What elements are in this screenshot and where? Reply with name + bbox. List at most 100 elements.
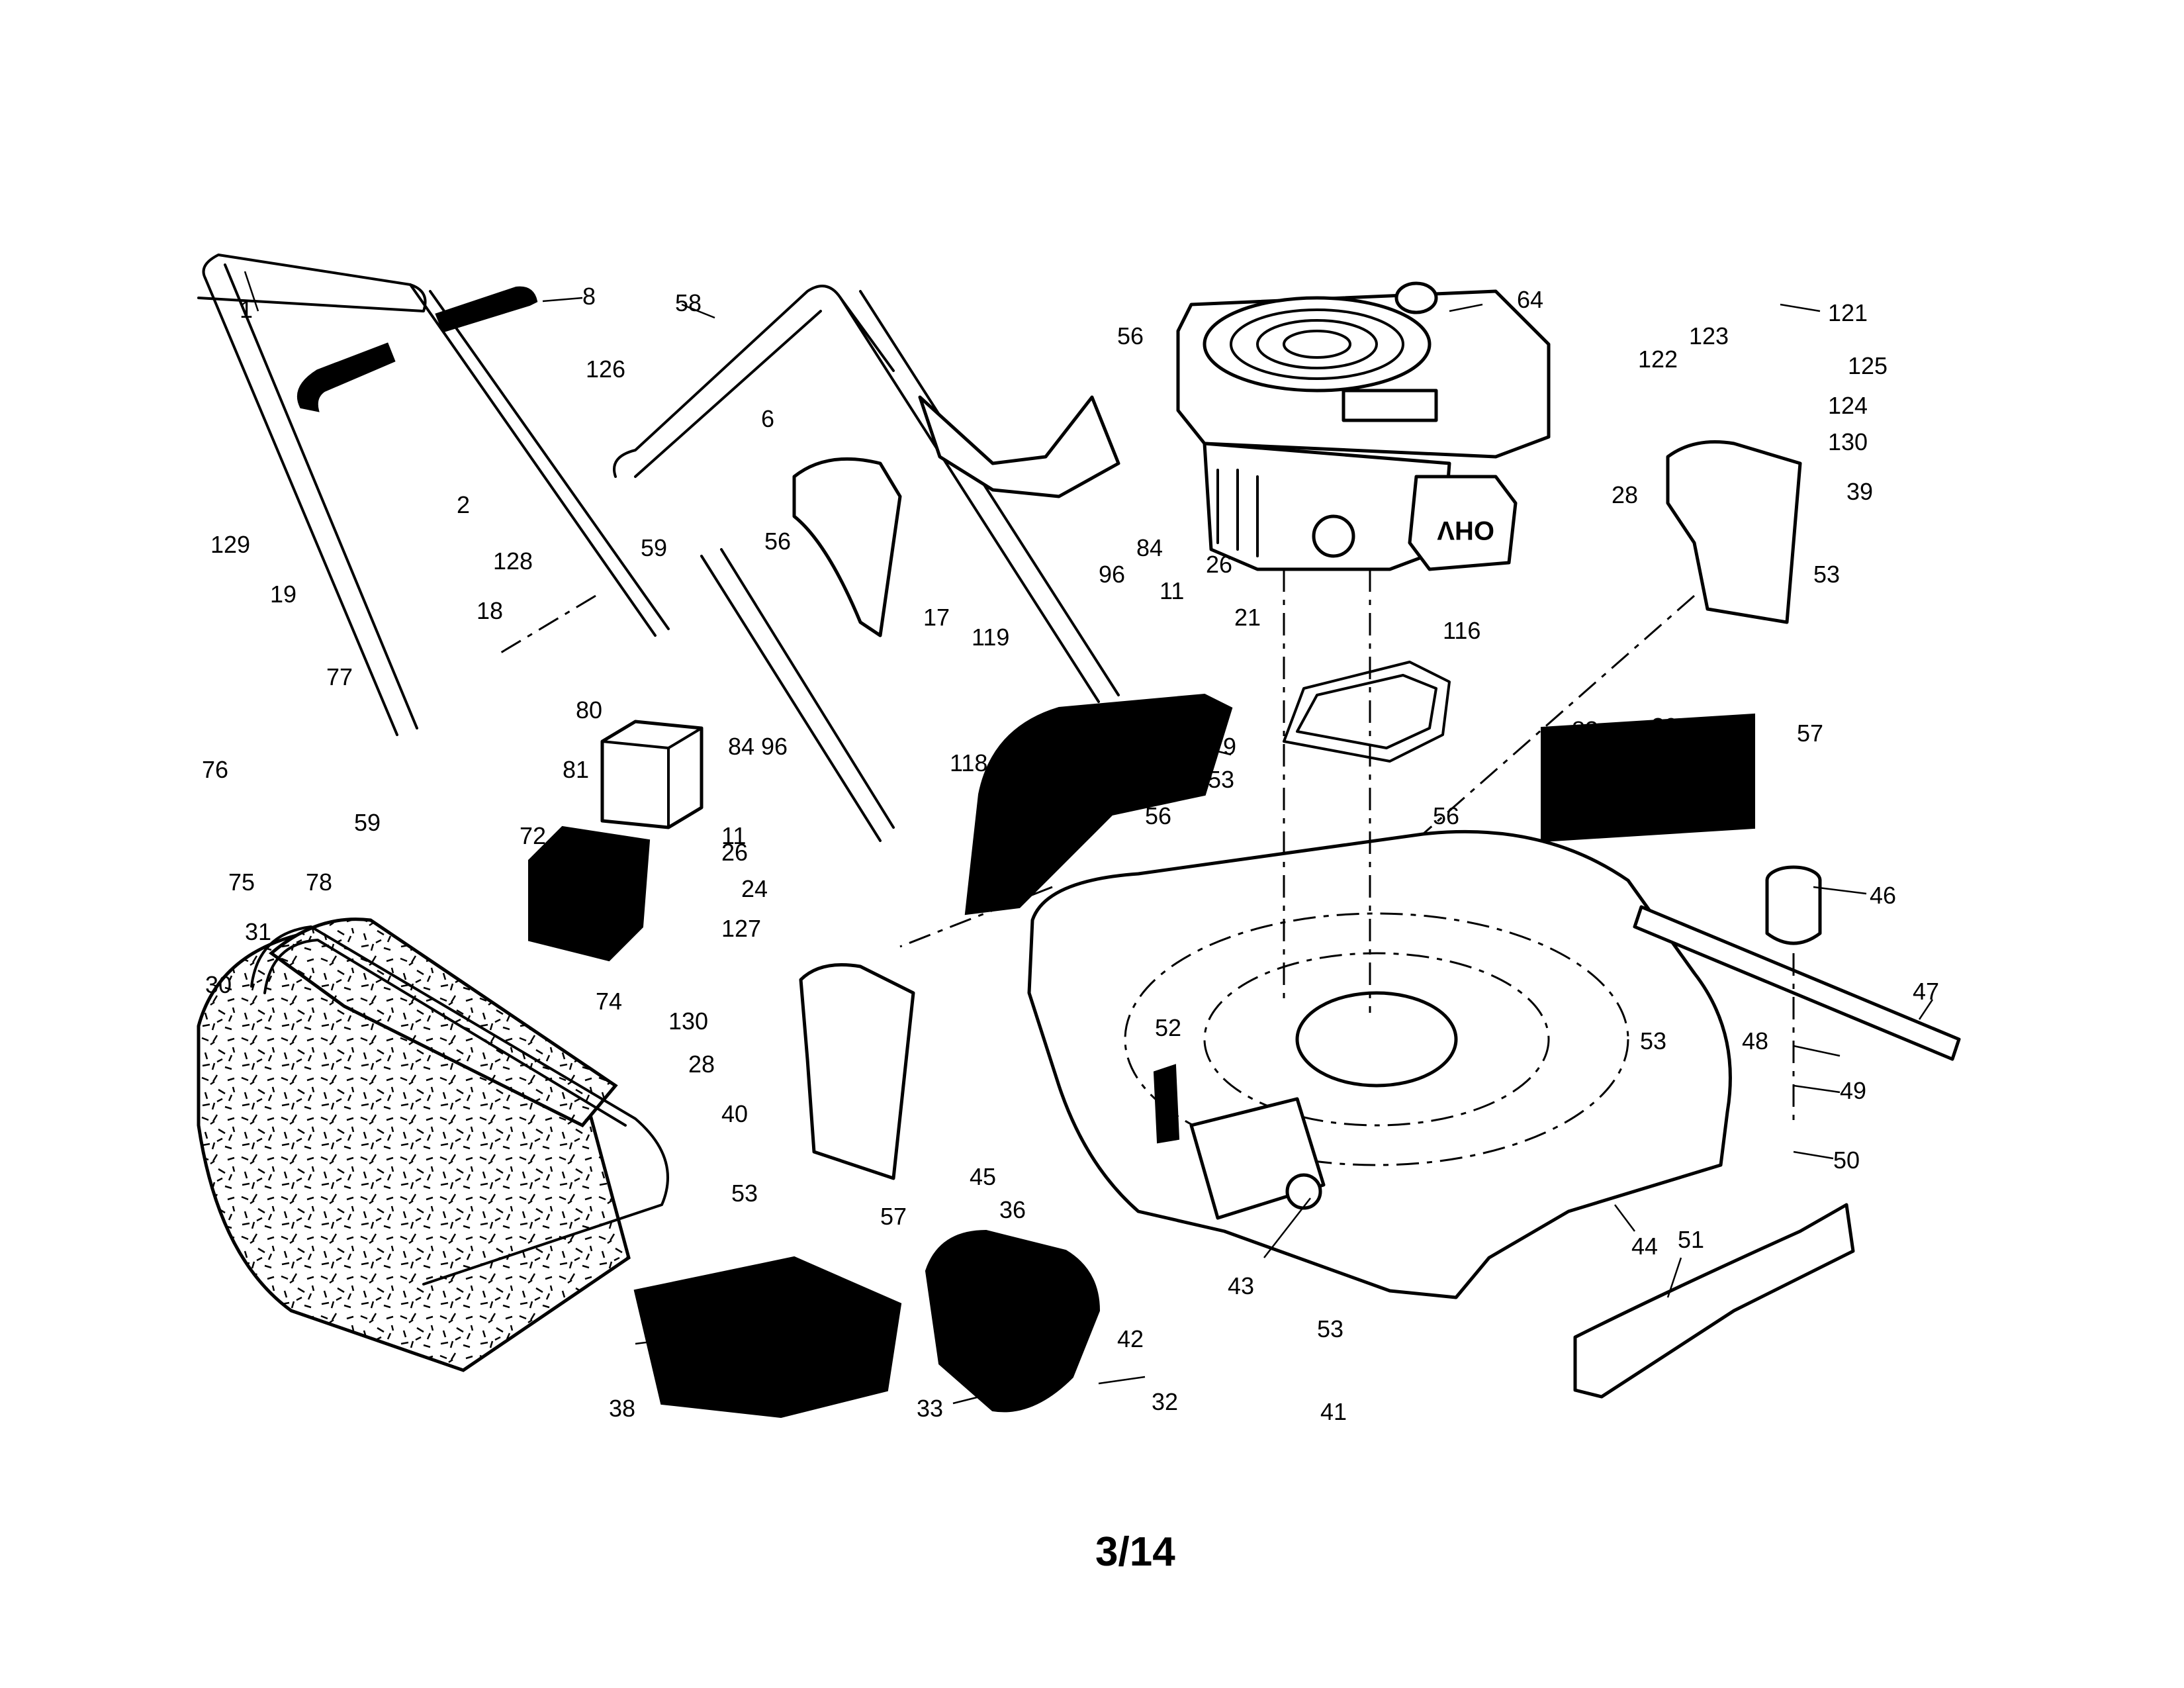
rear-baffle — [1541, 713, 1755, 843]
callout-83: 83 — [1572, 716, 1598, 743]
callout-30: 30 — [205, 971, 232, 998]
callout-33: 33 — [917, 1395, 943, 1422]
callout-50: 50 — [1833, 1147, 1860, 1174]
grass-catcher-bag — [197, 917, 631, 1372]
engine: OHV — [1176, 281, 1551, 571]
leader-lines — [244, 271, 1934, 1405]
upper-handle — [197, 254, 670, 736]
callout-85: 85 — [1608, 743, 1635, 770]
callout-130b: 130 — [668, 1008, 708, 1035]
battery-box — [600, 720, 704, 829]
callout-38: 38 — [609, 1395, 635, 1422]
callout-47: 47 — [1913, 978, 1939, 1005]
callout-64: 64 — [1517, 286, 1543, 313]
callout-labels: 1 2 6 8 9 11 11 17 18 19 20 21 24 26 26 … — [202, 283, 1939, 1425]
callout-45: 45 — [970, 1163, 996, 1190]
callout-128: 128 — [493, 547, 533, 575]
callout-122: 122 — [1638, 346, 1678, 373]
callout-56b: 56 — [764, 528, 791, 555]
lower-handle — [613, 285, 1120, 842]
callout-84a: 84 — [1136, 534, 1163, 561]
callout-11a: 11 — [1160, 577, 1184, 604]
callout-118: 118 — [950, 749, 987, 776]
callout-77: 77 — [326, 663, 353, 690]
callout-121: 121 — [1828, 299, 1868, 326]
engine-gasket — [1283, 661, 1451, 763]
callout-56c: 56 — [1145, 802, 1171, 829]
callout-32: 32 — [1152, 1388, 1178, 1415]
battery — [528, 825, 651, 962]
callout-1: 1 — [240, 296, 253, 323]
callout-119: 119 — [972, 624, 1009, 651]
callout-9: 9 — [1223, 733, 1236, 760]
callout-53c: 53 — [731, 1180, 758, 1207]
callout-72: 72 — [520, 822, 546, 849]
front-skirt — [1573, 1203, 1855, 1399]
mower-blade — [1633, 905, 1961, 1061]
callout-49: 49 — [1840, 1077, 1866, 1104]
callout-57b: 57 — [880, 1203, 907, 1230]
callout-96a: 96 — [1099, 561, 1125, 588]
callout-2: 2 — [457, 491, 470, 518]
mower-deck — [1027, 829, 1732, 1299]
mulching-plug — [925, 1229, 1101, 1413]
callout-6: 6 — [761, 405, 774, 432]
callout-46: 46 — [1870, 882, 1896, 909]
callout-127: 127 — [721, 915, 761, 942]
callout-40: 40 — [721, 1100, 748, 1127]
callout-84b: 84 — [728, 733, 754, 760]
callout-43: 43 — [1228, 1272, 1254, 1299]
assembly-lines — [496, 569, 1795, 1125]
callout-57a: 57 — [1797, 720, 1823, 747]
rear-deflector — [792, 395, 1120, 637]
callout-125: 125 — [1848, 352, 1888, 379]
callout-130a: 130 — [1828, 428, 1868, 455]
callout-80: 80 — [576, 696, 602, 724]
callout-11b: 11 — [721, 822, 746, 849]
callout-41: 41 — [1320, 1398, 1347, 1425]
callout-17: 17 — [923, 604, 950, 631]
callout-129: 129 — [210, 531, 250, 558]
rear-flap — [633, 1256, 902, 1419]
callout-48: 48 — [1742, 1027, 1768, 1055]
blade-adapter — [1765, 865, 1822, 945]
callout-56d: 56 — [1433, 802, 1459, 829]
callout-126: 126 — [586, 355, 625, 383]
engine-ohv-label: OHV — [1437, 516, 1494, 545]
callout-53b: 53 — [1813, 561, 1840, 588]
callout-124: 124 — [1828, 392, 1868, 419]
grass-catcher-frame — [250, 925, 669, 1286]
callout-53a: 53 — [1208, 766, 1234, 793]
callout-75: 75 — [228, 868, 255, 896]
callout-74: 74 — [596, 988, 622, 1015]
callout-53d: 53 — [1640, 1027, 1666, 1055]
handle-grips — [297, 286, 538, 412]
callout-28b: 28 — [688, 1051, 715, 1078]
callout-123: 123 — [1689, 322, 1729, 350]
callout-31: 31 — [245, 918, 271, 945]
callout-18: 18 — [477, 597, 503, 624]
front-wheel-bracket — [1666, 440, 1802, 624]
rear-wheel-bracket — [799, 963, 915, 1180]
callout-58: 58 — [675, 289, 702, 316]
callout-39: 39 — [1846, 478, 1873, 505]
callout-76: 76 — [202, 756, 228, 783]
callout-26a: 26 — [1206, 551, 1232, 578]
callout-52: 52 — [1155, 1014, 1181, 1041]
callout-19: 19 — [270, 581, 296, 608]
callout-56a: 56 — [1117, 322, 1144, 350]
callout-42: 42 — [1117, 1325, 1144, 1352]
callout-36: 36 — [999, 1196, 1026, 1223]
callout-120: 120 — [1009, 726, 1049, 753]
callout-28a: 28 — [1612, 481, 1638, 508]
callout-53e: 53 — [1317, 1315, 1343, 1342]
callout-116: 116 — [1443, 617, 1480, 644]
callout-96b: 96 — [761, 733, 788, 760]
callout-78: 78 — [306, 868, 332, 896]
callout-24: 24 — [741, 875, 768, 902]
callout-59a: 59 — [641, 534, 667, 561]
callout-20: 20 — [1651, 713, 1678, 740]
discharge-chute — [964, 693, 1233, 915]
callout-44: 44 — [1631, 1233, 1658, 1260]
